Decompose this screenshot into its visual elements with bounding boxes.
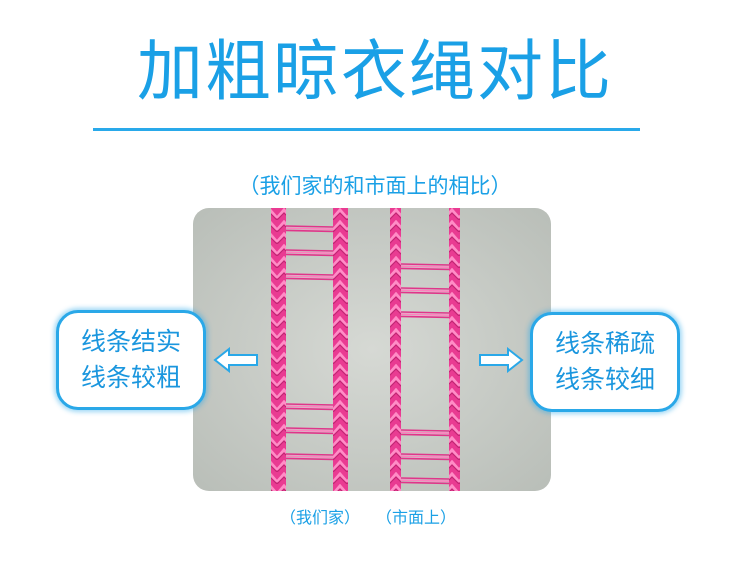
- rope-rung: [400, 477, 450, 480]
- rope-rung: [285, 273, 334, 276]
- rope-rung: [400, 457, 450, 461]
- caption-market: （市面上）: [376, 508, 457, 527]
- callout-line: 线条较细: [554, 365, 655, 394]
- rope-rung: [400, 431, 450, 434]
- rope-strand: [449, 208, 460, 491]
- our-rope: [271, 208, 348, 491]
- callout-line: 线条较粗: [80, 363, 181, 392]
- rope-rung: [400, 433, 450, 437]
- rope-rung: [285, 275, 334, 278]
- rope-rung: [285, 405, 334, 408]
- rope-rung: [285, 229, 334, 233]
- page-title: 加粗晾衣绳对比: [137, 33, 613, 110]
- rope-strand: [333, 208, 348, 491]
- rope-rung: [400, 267, 450, 271]
- caption-ours: （我们家）: [280, 508, 361, 527]
- rope-rung: [400, 479, 450, 482]
- right-arrow-icon: [479, 347, 524, 373]
- rope-strand: [271, 208, 286, 491]
- callout-line: 线条结实: [80, 327, 181, 356]
- rope-rung: [285, 455, 334, 458]
- rope-rung: [400, 481, 450, 485]
- rope-rung: [400, 287, 450, 290]
- strong-rope-callout: 线条结实 线条较粗: [56, 310, 206, 410]
- rope-rung: [400, 453, 450, 456]
- rope-rung: [285, 407, 334, 411]
- rope-rung: [285, 403, 334, 406]
- rope-rung: [285, 249, 334, 252]
- rope-rung: [285, 253, 334, 257]
- rope-rung: [400, 263, 450, 266]
- rope-rung: [285, 251, 334, 254]
- comparison-subtitle: （我们家的和市面上的相比）: [238, 174, 512, 198]
- title-divider: [93, 128, 640, 131]
- rope-rung: [400, 313, 450, 316]
- thin-rope-callout: 线条稀疏 线条较细: [530, 312, 680, 412]
- rope-rung: [285, 427, 334, 430]
- rope-rung: [285, 431, 334, 435]
- rope-rung: [285, 453, 334, 456]
- rope-rung: [285, 277, 334, 281]
- market-rope: [390, 208, 460, 491]
- callout-line: 线条稀疏: [554, 329, 655, 358]
- rope-rung: [400, 311, 450, 314]
- rope-rung: [285, 227, 334, 230]
- rope-rung: [400, 429, 450, 432]
- rope-rung: [400, 291, 450, 295]
- rope-rung: [400, 315, 450, 319]
- rope-rung: [285, 457, 334, 461]
- rope-comparison-photo: [193, 208, 551, 491]
- rope-rung: [285, 225, 334, 228]
- rope-strand: [390, 208, 401, 491]
- rope-rung: [400, 289, 450, 292]
- rope-rung: [400, 265, 450, 268]
- rope-photo-svg: [193, 208, 551, 491]
- rope-rung: [400, 455, 450, 458]
- left-arrow-icon: [213, 347, 258, 373]
- rope-rung: [285, 429, 334, 432]
